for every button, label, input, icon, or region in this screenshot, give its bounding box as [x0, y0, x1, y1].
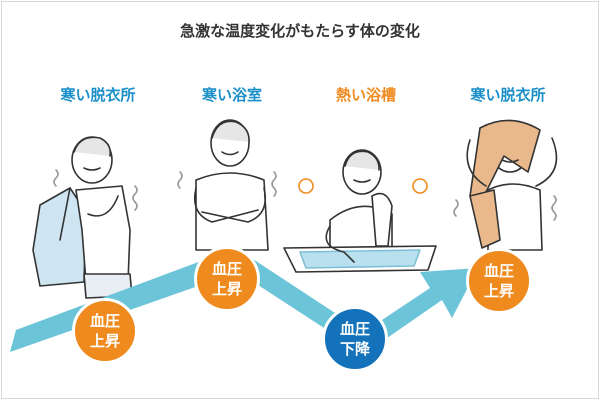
badge-line2: 上昇: [211, 280, 242, 298]
badge-line2: 上昇: [483, 282, 514, 300]
figure-bathtub-man: [283, 149, 437, 273]
figure-undressing-man: [32, 136, 138, 299]
diagram-title: 急激な温度変化がもたらす体の変化: [180, 22, 420, 40]
badge-line2: 上昇: [89, 332, 120, 350]
badge-line1: 血圧: [211, 260, 242, 278]
badge-line1: 血圧: [339, 320, 370, 338]
stage-label-changing-room-2: 寒い脱衣所: [470, 86, 546, 104]
stage-label-bathroom: 寒い浴室: [201, 86, 262, 104]
badge-line1: 血圧: [89, 312, 120, 330]
badge-bp-rise-1: 血圧 上昇: [72, 298, 138, 364]
stage-label-changing-room-1: 寒い脱衣所: [60, 86, 136, 104]
badge-bp-fall: 血圧 下降: [322, 306, 388, 372]
badge-bp-rise-3: 血圧 上昇: [466, 248, 532, 314]
badge-bp-rise-2: 血圧 上昇: [194, 246, 260, 312]
stage-label-bathtub: 熱い浴槽: [335, 86, 396, 104]
badge-line2: 下降: [339, 340, 370, 358]
figure-towel-man: [453, 119, 558, 251]
figure-cold-bathroom-man: [177, 119, 277, 251]
badge-line1: 血圧: [483, 262, 514, 280]
